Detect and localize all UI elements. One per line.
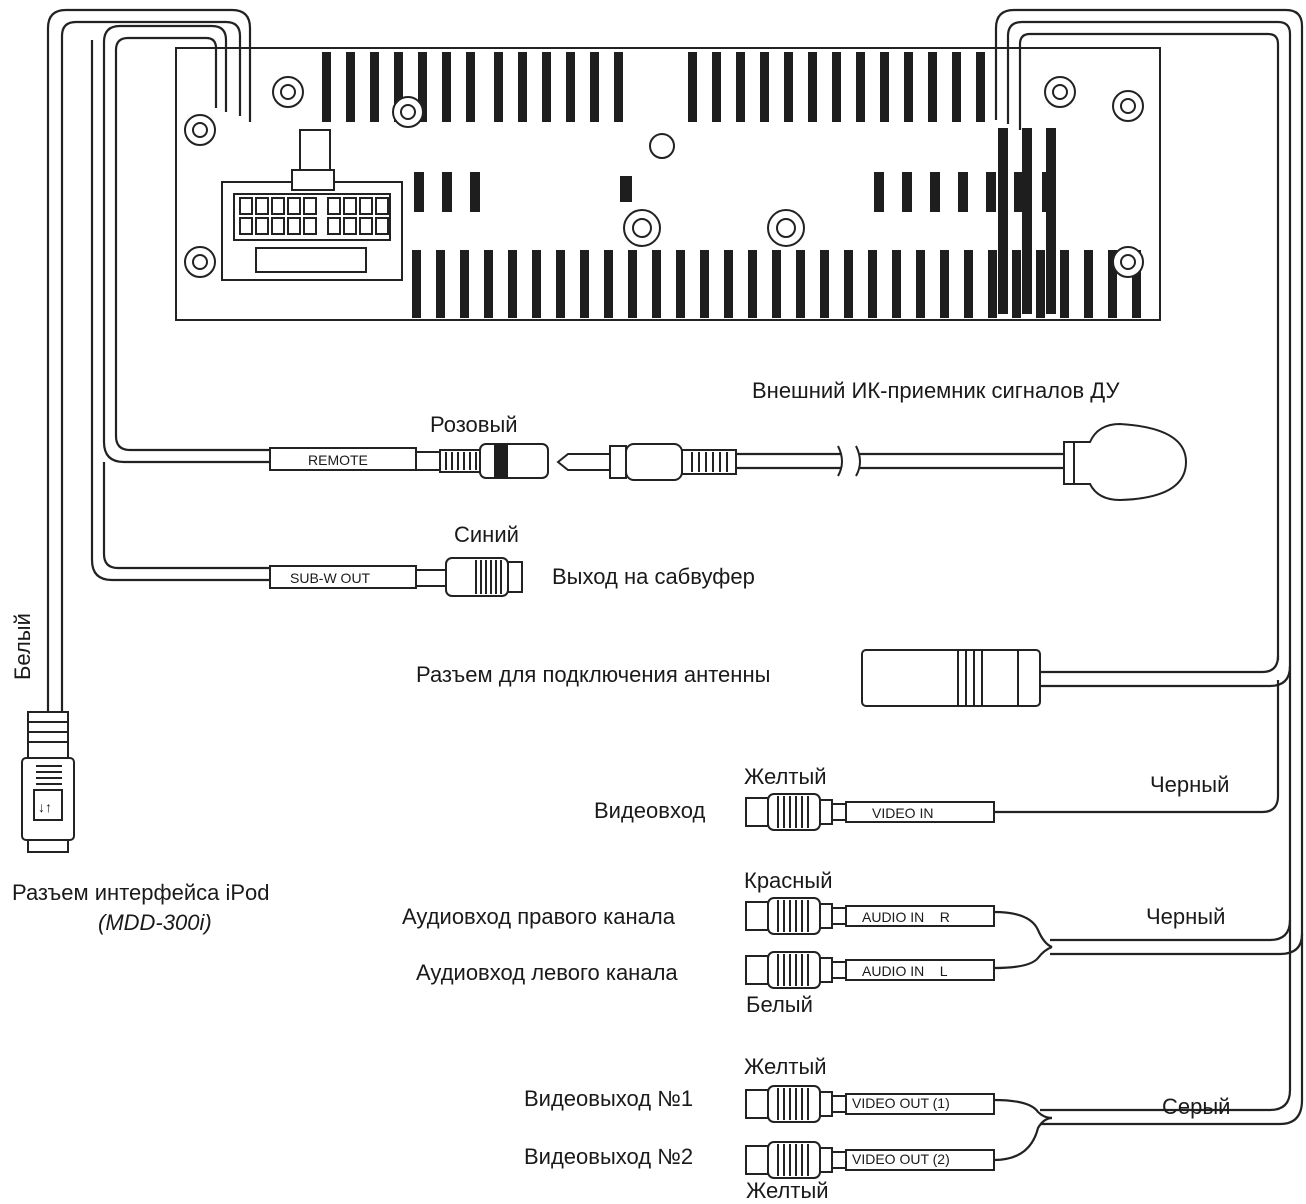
iso-connector (221, 129, 403, 281)
label-video-in: Видеовход (594, 798, 705, 823)
tag-audio-in-r: AUDIO IN R (862, 909, 950, 925)
label-antenna: Разъем для подключения антенны (416, 662, 770, 687)
label-video-out1-color: Желтый (744, 1054, 827, 1079)
tag-video-out2: VIDEO OUT (2) (852, 1151, 950, 1167)
tag-video-in: VIDEO IN (872, 805, 933, 821)
label-ipod-interface: Разъем интерфейса iPod (12, 880, 270, 905)
ir-receiver (1063, 422, 1188, 502)
cables (46, 8, 1304, 1162)
tag-subw: SUB-W OUT (290, 570, 371, 586)
svg-text:↓↑: ↓↑ (38, 799, 52, 815)
label-video-out2: Видеовыход №2 (524, 1144, 693, 1169)
tag-remote: REMOTE (308, 452, 368, 468)
label-pink: Розовый (430, 412, 518, 437)
antenna-connector (861, 649, 1041, 707)
tag-video-out1: VIDEO OUT (1) (852, 1095, 950, 1111)
label-ipod-model: (MDD-300i) (98, 910, 212, 935)
label-subwoofer-out: Выход на сабвуфер (552, 564, 755, 589)
heatsink-fins (322, 52, 1141, 318)
label-video-out1: Видеовыход №1 (524, 1086, 693, 1111)
mounting-holes (184, 76, 1144, 278)
connectors: ↓↑ (21, 422, 1188, 853)
label-video-out-cable: Серый (1162, 1094, 1230, 1119)
ipod-connector: ↓↑ (21, 711, 75, 853)
label-ir-receiver: Внешний ИК-приемник сигналов ДУ (752, 378, 1120, 403)
label-audio-r: Аудиовход правого канала (402, 904, 676, 929)
label-video-in-cable: Черный (1150, 772, 1229, 797)
tag-audio-in-l: AUDIO IN L (862, 963, 948, 979)
label-audio-l-color: Белый (746, 992, 813, 1017)
label-video-in-color: Желтый (744, 764, 827, 789)
label-blue: Синий (454, 522, 519, 547)
label-audio-r-color: Красный (744, 868, 833, 893)
rca-plugs (745, 793, 995, 1179)
label-video-out2-color: Желтый (746, 1178, 829, 1203)
label-white-vertical: Белый (10, 613, 35, 680)
label-audio-l: Аудиовход левого канала (416, 960, 678, 985)
label-audio-cable: Черный (1146, 904, 1225, 929)
head-unit-rear-panel (175, 47, 1161, 321)
